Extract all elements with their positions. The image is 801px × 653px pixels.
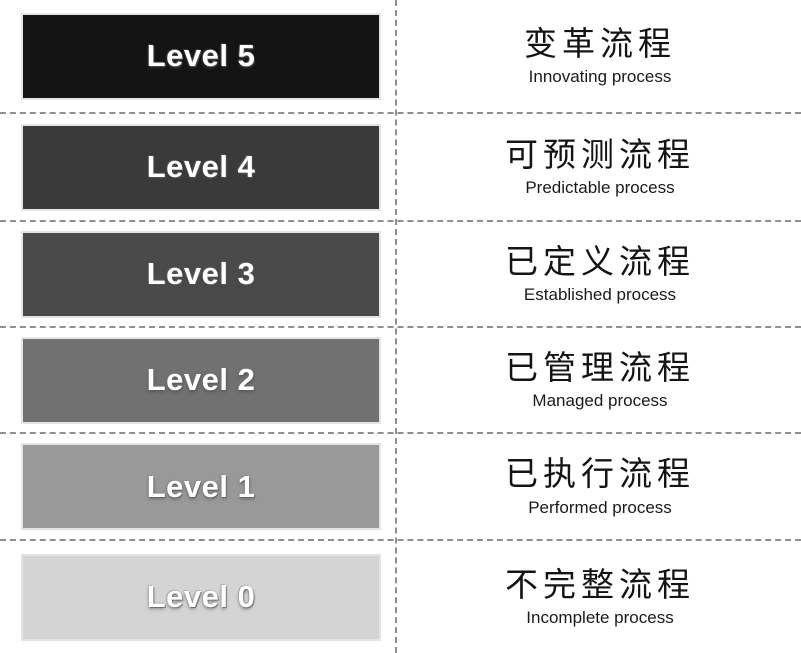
level-3-label: Level 3 — [146, 256, 256, 291]
level-1-label: Level 1 — [146, 468, 256, 504]
level-4-box: Level 4 — [21, 123, 381, 211]
level-3-name-en: Established process — [523, 285, 677, 305]
level-row-4: Level 4 可预测流程 Predictable process — [0, 114, 801, 222]
level-row-2: Level 2 已管理流程 Managed process — [0, 328, 801, 434]
level-0-description: 不完整流程 Incomplete process — [399, 566, 801, 629]
level-row-0: Level 0 不完整流程 Incomplete process — [0, 541, 801, 653]
level-1-name-zh: 已执行流程 — [505, 455, 695, 493]
level-4-name-en: Predictable process — [525, 178, 675, 198]
level-3-description: 已定义流程 Established process — [399, 243, 801, 306]
level-5-name-en: Innovating process — [528, 67, 672, 87]
level-0-label: Level 0 — [146, 579, 256, 614]
level-0-name-en: Incomplete process — [526, 608, 674, 628]
level-row-3: Level 3 已定义流程 Established process — [0, 222, 801, 328]
level-2-description: 已管理流程 Managed process — [399, 349, 801, 412]
level-5-label: Level 5 — [146, 38, 256, 73]
level-row-1: Level 1 已执行流程 Performed process — [0, 434, 801, 541]
level-3-name-zh: 已定义流程 — [505, 242, 695, 280]
level-2-box: Level 2 — [21, 336, 381, 424]
level-5-box: Level 5 — [21, 12, 381, 100]
level-2-name-en: Managed process — [532, 391, 668, 411]
level-4-description: 可预测流程 Predictable process — [399, 136, 801, 199]
level-0-name-zh: 不完整流程 — [505, 565, 695, 603]
level-row-5: Level 5 变革流程 Innovating process — [0, 0, 801, 114]
level-2-label: Level 2 — [146, 362, 256, 397]
level-5-name-zh: 变革流程 — [524, 24, 676, 62]
level-1-name-en: Performed process — [528, 497, 672, 517]
level-5-description: 变革流程 Innovating process — [399, 25, 801, 88]
level-4-label: Level 4 — [146, 149, 256, 184]
level-1-box: Level 1 — [21, 443, 381, 530]
level-3-box: Level 3 — [21, 230, 381, 318]
level-4-name-zh: 可预测流程 — [505, 135, 695, 173]
level-0-box: Level 0 — [21, 553, 381, 641]
vertical-dashed-divider — [395, 0, 397, 653]
level-2-name-zh: 已管理流程 — [505, 348, 695, 386]
level-1-description: 已执行流程 Performed process — [399, 455, 801, 518]
